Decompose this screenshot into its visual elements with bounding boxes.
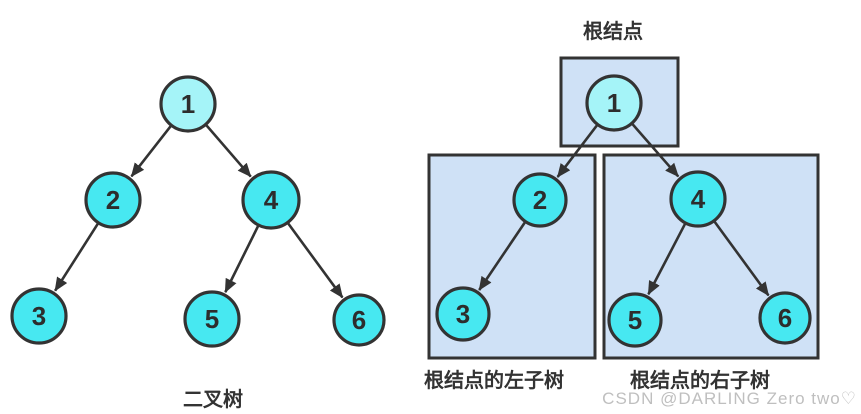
tree-node-left-1: 1	[159, 75, 217, 133]
edge-left-4-to-6	[287, 222, 344, 299]
node-circle	[607, 292, 663, 348]
node-circle	[332, 293, 386, 347]
node-value: 1	[181, 89, 195, 119]
node-value: 4	[264, 185, 279, 215]
node-value: 6	[352, 305, 366, 335]
tree-node-left-6: 6	[332, 293, 386, 347]
left-subtree-label: 根结点的左子树	[424, 368, 564, 392]
nodes-layer: 1 2 4 3 5 6 1 2 4 3 5 6	[10, 74, 812, 348]
edge-left-1-to-4	[205, 124, 252, 178]
right-subtree-label: 根结点的右子树	[630, 368, 770, 392]
node-circle	[159, 75, 217, 133]
node-value: 2	[533, 185, 547, 215]
node-value: 6	[778, 303, 792, 333]
node-value: 4	[691, 184, 706, 214]
edges-layer	[54, 123, 770, 299]
tree-node-left-4: 4	[241, 170, 301, 230]
tree-node-right-4: 4	[669, 170, 727, 228]
tree-node-right-3: 3	[435, 286, 491, 342]
watermark: CSDN @DARLING Zero two♡	[602, 389, 857, 408]
node-circle	[669, 170, 727, 228]
node-value: 1	[607, 88, 621, 118]
tree-node-right-1: 1	[585, 74, 643, 132]
node-value: 5	[628, 305, 642, 335]
node-circle	[435, 286, 491, 342]
tree-node-right-2: 2	[512, 172, 568, 228]
node-value: 5	[205, 304, 219, 334]
edge-right-1-to-2	[556, 124, 599, 178]
edge-right-1-to-4	[631, 123, 680, 178]
node-circle	[183, 290, 241, 348]
root-node-title: 根结点	[583, 19, 643, 43]
tree-node-left-2: 2	[84, 171, 142, 229]
node-value: 2	[106, 185, 120, 215]
edge-right-4-to-6	[713, 220, 770, 297]
node-circle	[512, 172, 568, 228]
tree-node-right-6: 6	[758, 291, 812, 345]
tree-node-left-5: 5	[183, 290, 241, 348]
node-value: 3	[456, 299, 470, 329]
edge-left-1-to-2	[130, 125, 172, 178]
tree-node-left-3: 3	[10, 287, 68, 345]
node-circle	[241, 170, 301, 230]
node-circle	[758, 291, 812, 345]
edge-right-4-to-5	[647, 223, 687, 296]
tree-node-right-5: 5	[607, 292, 663, 348]
node-circle	[585, 74, 643, 132]
node-circle	[10, 287, 68, 345]
edge-left-2-to-3	[54, 222, 100, 292]
edge-left-4-to-5	[224, 225, 260, 294]
node-value: 3	[32, 301, 46, 331]
edge-right-2-to-3	[478, 221, 526, 291]
left-tree-caption: 二叉树	[183, 388, 243, 411]
node-circle	[84, 171, 142, 229]
